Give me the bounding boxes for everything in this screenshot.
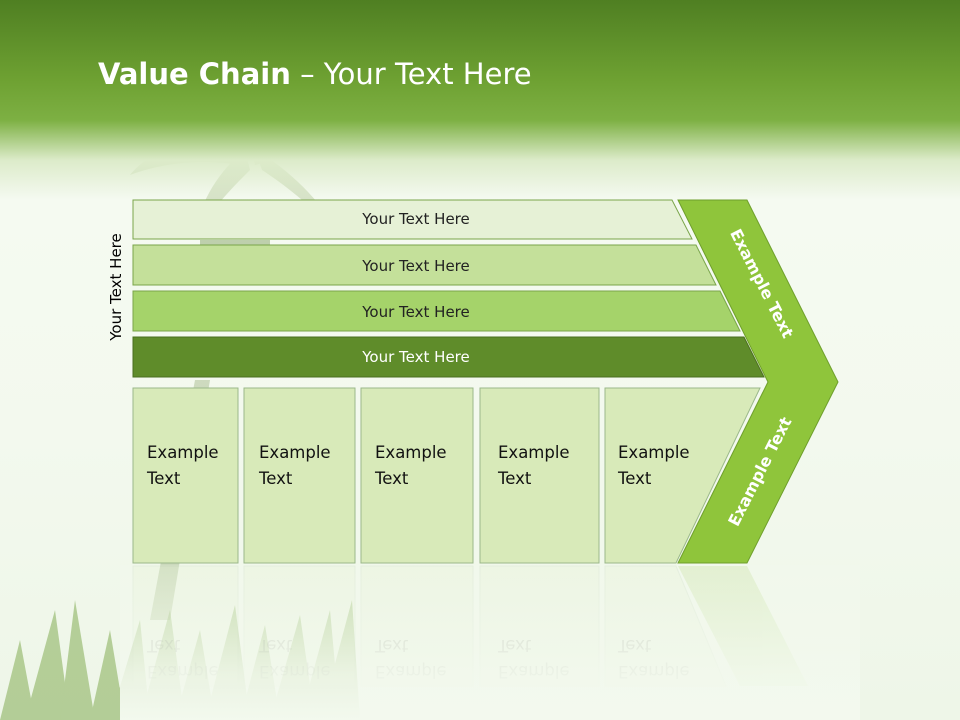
activity-cell-5	[604, 387, 761, 564]
title-rest-part: – Your Text Here	[290, 57, 532, 91]
activity-cell-2	[243, 387, 356, 564]
activity-3-reflection: Example Text	[375, 636, 447, 681]
activity-5-reflection: Example Text	[618, 636, 690, 681]
activity-2-reflection: Example Text	[259, 636, 331, 681]
slide-title: Value Chain – Your Text Here	[98, 52, 532, 96]
support-bar-4-label: Your Text Here	[361, 348, 469, 366]
margin-chevron	[677, 199, 839, 564]
primary-activities	[132, 387, 761, 564]
activity-4-reflection: Example Text	[498, 636, 570, 681]
support-bar-4	[132, 336, 765, 378]
activity-1-reflection: Example Text	[147, 636, 219, 681]
support-bar-3	[132, 290, 741, 332]
activity-cell-3	[360, 387, 474, 564]
support-bars: Your Text Here Your Text Here Your Text …	[132, 199, 765, 378]
activity-5-label: Example Text	[618, 443, 690, 488]
support-bar-1	[132, 199, 693, 240]
activity-3-label: Example Text	[375, 443, 447, 488]
activity-2-label: Example Text	[259, 443, 331, 488]
support-bar-2	[132, 244, 717, 286]
activity-4-label: Example Text	[498, 443, 570, 488]
activity-cell-4	[479, 387, 600, 564]
support-bar-2-label: Your Text Here	[361, 257, 469, 275]
activity-cell-1	[132, 387, 239, 564]
activity-1-label: Example Text	[147, 443, 219, 488]
support-bar-1-label: Your Text Here	[361, 210, 469, 228]
support-bar-3-label: Your Text Here	[361, 303, 469, 321]
title-bold-part: Value Chain	[98, 57, 291, 91]
header-band	[0, 0, 960, 200]
